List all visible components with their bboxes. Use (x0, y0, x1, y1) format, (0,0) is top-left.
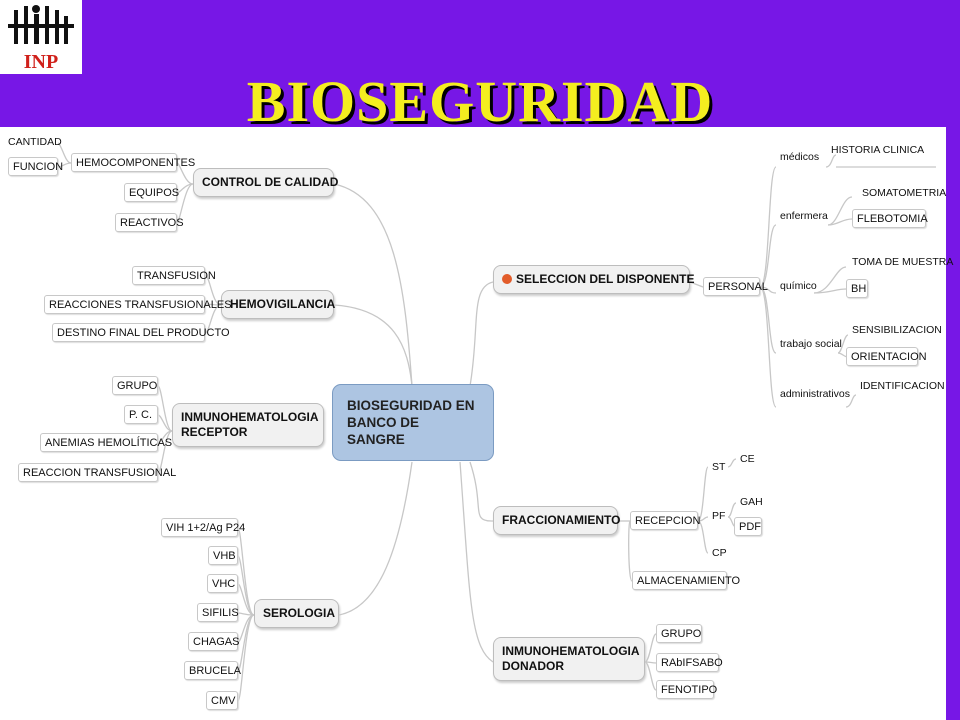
node-pdf: PDF (734, 517, 762, 536)
node-pc: P. C. (124, 405, 158, 424)
node-sensibilizacion: SENSIBILIZACION (852, 324, 942, 336)
node-medicos: médicos (780, 151, 820, 163)
inp-logo-icon: INP (8, 5, 74, 73)
node-historia-clinica: HISTORIA CLINICA (831, 144, 925, 156)
node-reaccion-transfusional: REACCION TRANSFUSIONAL (18, 463, 176, 482)
node-destino-final: DESTINO FINAL DEL PRODUCTO (52, 323, 230, 342)
node-vhc: VHC (207, 574, 238, 593)
node-cp: CP (712, 547, 727, 559)
node-inmuno-receptor: INMUNOHEMATOLOGIA RECEPTOR (172, 403, 324, 447)
node-reactivos: REACTIVOS (115, 213, 184, 232)
node-somatometria: SOMATOMETRIA (862, 187, 947, 199)
node-inmuno-receptor-line1: INMUNOHEMATOLOGIA (181, 410, 319, 424)
node-vih: VIH 1+2/Ag P24 (161, 518, 245, 537)
node-serologia: SEROLOGIA (254, 599, 339, 628)
inp-logo-text: INP (24, 51, 58, 73)
slide-title: BIOSEGURIDAD (246, 69, 714, 134)
node-toma-muestra: TOMA DE MUESTRA (852, 256, 954, 268)
node-bh: BH (846, 279, 868, 298)
node-inmuno-receptor-line2: RECEPTOR (181, 425, 248, 439)
central-node-line1: BIOSEGURIDAD EN (347, 398, 475, 413)
node-hemocomponentes: HEMOCOMPONENTES (71, 153, 195, 172)
node-flebotomia: FLEBOTOMIA (852, 209, 928, 228)
node-orientacion: ORIENTACION (846, 347, 927, 366)
node-sifilis: SIFILIS (197, 603, 239, 622)
connector-lines (57, 142, 936, 702)
node-identificacion: IDENTIFICACION (860, 380, 945, 392)
node-inmuno-donador: INMUNOHEMATOLOGIA DONADOR (493, 637, 645, 681)
node-funcion: FUNCION (8, 157, 63, 176)
node-equipos: EQUIPOS (124, 183, 179, 202)
node-pf: PF (712, 510, 726, 522)
node-grupo-donador: GRUPO (656, 624, 702, 643)
home-icon (502, 274, 512, 284)
mind-map: BIOSEGURIDAD EN BANCO DE SANGRE CONTROL … (0, 127, 954, 720)
inp-logo: INP (0, 0, 82, 74)
central-node-line2: BANCO DE SANGRE (347, 415, 420, 447)
node-cmv: CMV (206, 691, 238, 710)
node-administrativos: administrativos (780, 388, 851, 400)
node-almacenamiento: ALMACENAMIENTO (632, 571, 740, 590)
central-node: BIOSEGURIDAD EN BANCO DE SANGRE (332, 384, 494, 461)
node-hemovigilancia: HEMOVIGILANCIA (221, 290, 335, 319)
node-brucela: BRUCELA (184, 661, 241, 680)
node-inmuno-donador-line1: INMUNOHEMATOLOGIA (502, 644, 640, 658)
node-gah: GAH (740, 496, 763, 508)
node-quimico: químico (780, 280, 817, 292)
node-transfusion: TRANSFUSION (132, 266, 216, 285)
node-fraccionamiento: FRACCIONAMIENTO (493, 506, 620, 535)
node-inmuno-donador-line2: DONADOR (502, 659, 564, 673)
node-cantidad: CANTIDAD (8, 136, 62, 148)
node-personal: PERSONAL (703, 277, 768, 296)
node-anemias-hemoliticas: ANEMIAS HEMOLÍTICAS (40, 433, 172, 452)
node-enfermera: enfermera (780, 210, 828, 222)
node-fenotipo: FENOTIPO (656, 680, 717, 699)
node-vhb: VHB (208, 546, 238, 565)
node-control-calidad: CONTROL DE CALIDAD (193, 168, 338, 197)
node-recepcion: RECEPCION (630, 511, 700, 530)
node-chagas: CHAGAS (188, 632, 239, 651)
node-ce: CE (740, 453, 755, 465)
node-st: ST (712, 461, 726, 473)
node-grupo-receptor: GRUPO (112, 376, 158, 395)
node-seleccion-label: SELECCION DEL DISPONENTE (516, 272, 695, 286)
node-rabifsabo: RAbIFSABO (656, 653, 723, 672)
node-reacciones-transfusionales: REACCIONES TRANSFUSIONALES (44, 295, 232, 314)
node-trabajo-social: trabajo social (780, 338, 842, 350)
node-seleccion-disponente: SELECCION DEL DISPONENTE (493, 265, 694, 294)
